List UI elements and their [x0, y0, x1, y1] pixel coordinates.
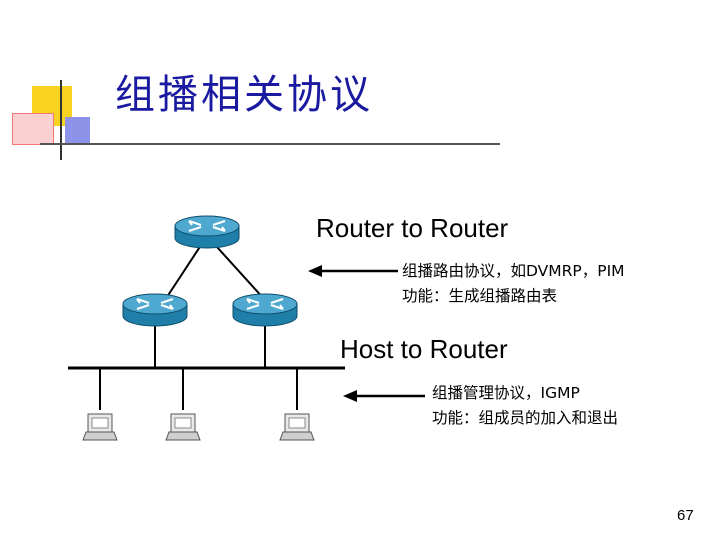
- decoration-vertical-line: [60, 80, 62, 160]
- slide-title: 组播相关协议: [115, 72, 373, 118]
- host-to-router-line2: 功能：组成员的加入和退出: [432, 409, 619, 427]
- decoration-red-block: [12, 113, 54, 145]
- router-icon: [174, 215, 240, 249]
- router-icon: [232, 293, 298, 327]
- arrow-head-left-icon: [308, 265, 322, 277]
- computer-terminal-icon: [165, 413, 201, 441]
- arrow-head-left-icon: [343, 390, 357, 402]
- router-to-router-heading: Router to Router: [316, 213, 509, 243]
- computer-terminal-icon: [279, 413, 315, 441]
- page-number: 67: [677, 507, 694, 524]
- decoration-blue-block: [65, 117, 90, 145]
- computer-terminal-icon: [82, 413, 118, 441]
- host-to-router-heading: Host to Router: [340, 334, 508, 364]
- decoration-horizontal-line: [40, 143, 500, 145]
- router-to-router-line1: 组播路由协议，如DVMRP，PIM: [402, 262, 625, 280]
- router-to-router-line2: 功能：生成组播路由表: [402, 287, 558, 305]
- host-to-router-line1: 组播管理协议，IGMP: [432, 384, 580, 402]
- router-icon: [122, 293, 188, 327]
